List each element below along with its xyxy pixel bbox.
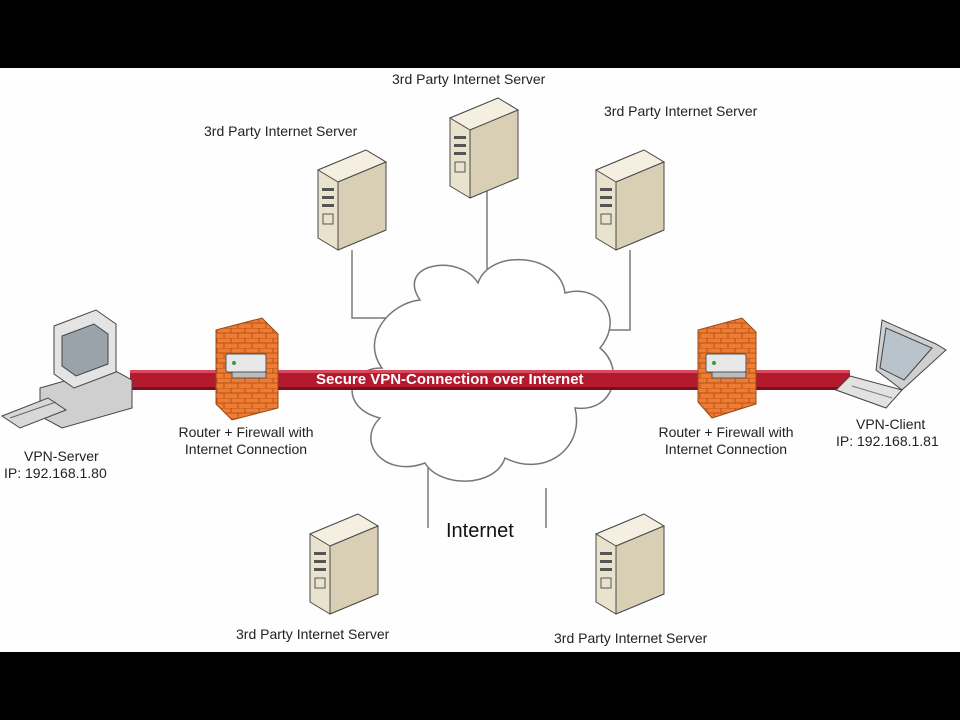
vpn-tunnel-label: Secure VPN-Connection over Internet [316,371,584,388]
router-right-label-line1: Router + Firewall with [658,424,794,440]
router-right-label-line2: Internet Connection [664,441,788,457]
router-left-label-line2: Internet Connection [184,441,308,457]
server-top-center-icon [449,97,519,199]
laptop-icon [835,319,947,409]
server-icons [309,97,665,615]
vpn-server-label: VPN-Server IP: 192.168.1.80 [4,448,107,482]
server-top-right-icon [595,149,665,251]
server-top-left-icon [317,149,387,251]
vpn-client-label: VPN-Client IP: 192.168.1.81 [836,416,939,450]
desktop-computer-icon [0,309,133,429]
router-right-label: Router + Firewall with Internet Connecti… [642,424,810,458]
vpn-server-name: VPN-Server [24,448,99,464]
connector-server-top-left [351,250,390,319]
internet-cloud-label: Internet [446,520,514,542]
server-bottom-left-label: 3rd Party Internet Server [236,626,390,642]
vpn-tunnel [130,370,850,390]
server-top-right-label: 3rd Party Internet Server [604,103,758,119]
server-bottom-right-icon [595,513,665,615]
server-top-center-label: 3rd Party Internet Server [392,71,546,87]
diagram-graphics [0,190,947,528]
server-bottom-right-label: 3rd Party Internet Server [554,630,708,646]
firewall-left-icon [215,317,279,421]
firewall-right-icon [697,317,757,419]
server-top-left-label: 3rd Party Internet Server [204,123,358,139]
router-left-label-line1: Router + Firewall with [178,424,314,440]
router-left-label: Router + Firewall with Internet Connecti… [162,424,330,458]
connector-lines [351,190,631,528]
network-diagram: Secure VPN-Connection over Internet Inte… [0,68,960,652]
vpn-client-name: VPN-Client [856,416,926,432]
server-bottom-left-icon [309,513,379,615]
vpn-client-ip: IP: 192.168.1.81 [836,433,939,449]
vpn-server-ip: IP: 192.168.1.80 [4,465,107,481]
